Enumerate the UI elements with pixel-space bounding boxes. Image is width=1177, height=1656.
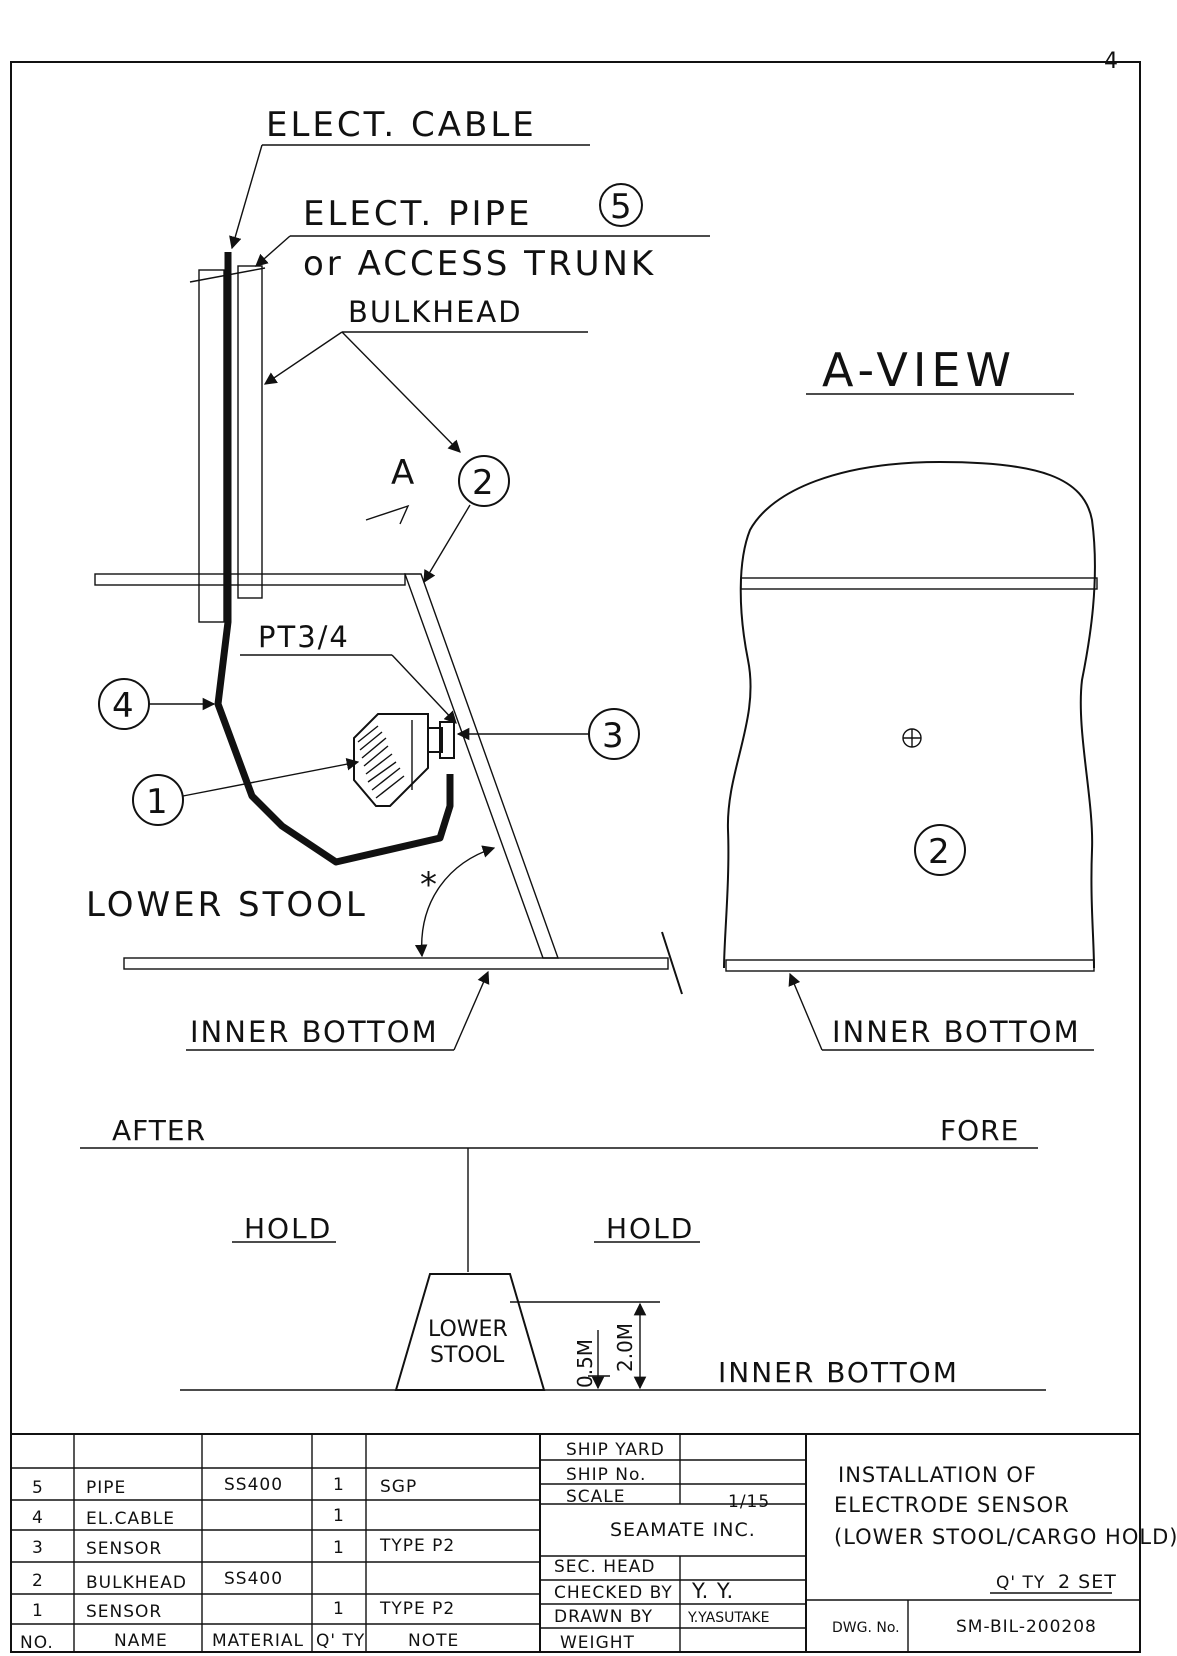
dwg-no-value: SM-BIL-200208 xyxy=(956,1617,1097,1637)
inner-bottom-label: INNER BOTTOM xyxy=(190,1015,439,1049)
row3-note: TYPE P2 xyxy=(379,1536,455,1556)
weight-label: WEIGHT xyxy=(560,1633,635,1653)
header-qty: Q' TY xyxy=(316,1631,365,1651)
row2-material: SS400 xyxy=(224,1569,283,1589)
callout-1-label: 1 xyxy=(146,782,168,822)
row2-name: BULKHEAD xyxy=(86,1573,187,1593)
sensor-body xyxy=(353,713,455,807)
a-view-bottom-band xyxy=(725,959,1095,972)
elect-pipe-label: ELECT. PIPE xyxy=(303,194,533,234)
callout-2-label: 2 xyxy=(472,463,494,503)
hold-section: AFTER FORE HOLD HOLD LOWER STOOL INNER B… xyxy=(80,1114,1046,1391)
view-marker-a: A xyxy=(391,453,417,493)
callout-5-label: 5 xyxy=(610,187,632,227)
row2-no: 2 xyxy=(32,1571,44,1591)
row5-material: SS400 xyxy=(224,1475,283,1495)
hold-right-label: HOLD xyxy=(606,1212,694,1245)
title-line-2: ELECTRODE SENSOR xyxy=(834,1493,1070,1517)
angle-mark: * xyxy=(420,865,437,905)
row5-qty: 1 xyxy=(333,1475,345,1495)
inner-bottom-view-label: INNER BOTTOM xyxy=(832,1015,1081,1049)
sec-head-label: SEC. HEAD xyxy=(554,1557,655,1577)
qty-value: 2 SET xyxy=(1058,1571,1117,1593)
stool-label-line2: STOOL xyxy=(430,1343,505,1368)
row5-name: PIPE xyxy=(86,1478,126,1498)
header-note: NOTE xyxy=(408,1631,459,1651)
ship-yard-label: SHIP YARD xyxy=(566,1440,665,1460)
a-view-outline xyxy=(723,460,1096,969)
a-view-title: A-VIEW xyxy=(822,343,1016,397)
fore-label: FORE xyxy=(940,1114,1019,1147)
access-trunk-label: or ACCESS TRUNK xyxy=(303,244,656,284)
elect-cable-label: ELECT. CABLE xyxy=(266,105,537,145)
after-label: AFTER xyxy=(112,1114,206,1147)
company-name: SEAMATE INC. xyxy=(610,1519,756,1541)
header-material: MATERIAL xyxy=(212,1631,304,1651)
checked-by-value: Y. Y. xyxy=(691,1579,734,1603)
row4-no: 4 xyxy=(32,1508,44,1528)
bulkhead-label: BULKHEAD xyxy=(348,295,523,329)
row3-qty: 1 xyxy=(333,1538,345,1558)
row1-note: TYPE P2 xyxy=(379,1599,455,1619)
a-view-callout-2-circle xyxy=(914,824,966,876)
hold-left-label: HOLD xyxy=(244,1212,332,1245)
elect-pipe-wall-left xyxy=(198,269,225,623)
row3-name: SENSOR xyxy=(86,1539,162,1559)
page-number: 4 xyxy=(1104,49,1118,74)
dwg-no-label: DWG. No. xyxy=(832,1620,900,1636)
stool-top-plate xyxy=(94,573,406,586)
row4-name: EL.CABLE xyxy=(86,1509,175,1529)
row5-note: SGP xyxy=(380,1477,417,1497)
a-view-section: A-VIEW 2 INNER BOTTOM xyxy=(723,343,1098,1051)
thread-label: PT3/4 xyxy=(258,620,350,654)
title-line-3: (LOWER STOOL/CARGO HOLD) xyxy=(834,1525,1177,1549)
title-line-1: INSTALLATION OF xyxy=(838,1463,1037,1487)
callout-5-circle xyxy=(599,183,643,227)
callout-3-label: 3 xyxy=(602,716,624,756)
a-view-callout-2-label: 2 xyxy=(928,832,950,872)
row3-no: 3 xyxy=(32,1538,44,1558)
header-name: NAME xyxy=(114,1631,168,1651)
a-view-upper-band xyxy=(740,577,1098,590)
row1-qty: 1 xyxy=(333,1599,345,1619)
header-no: NO. xyxy=(20,1633,54,1653)
lower-stool-label: LOWER STOOL xyxy=(86,885,368,925)
row4-qty: 1 xyxy=(333,1506,345,1526)
callout-2-circle xyxy=(458,455,510,507)
title-block: 5 PIPE SS400 1 SGP 4 EL.CABLE 1 3 SENSOR… xyxy=(10,1433,1177,1653)
drawing-border xyxy=(10,61,1141,1653)
qty-label: Q' TY xyxy=(996,1573,1045,1593)
inner-bottom-section-label: INNER BOTTOM xyxy=(718,1356,959,1389)
callout-4-label: 4 xyxy=(112,686,134,726)
elect-cable-line xyxy=(214,252,454,866)
drawn-by-label: DRAWN BY xyxy=(554,1607,653,1627)
dim-large-label: 2.0M xyxy=(613,1323,637,1372)
callout-1-circle xyxy=(132,774,184,826)
checked-by-label: CHECKED BY xyxy=(554,1583,673,1603)
row1-no: 1 xyxy=(32,1601,44,1621)
ship-no-label: SHIP No. xyxy=(566,1465,646,1485)
drawn-by-value: Y.YASUTAKE xyxy=(687,1610,769,1626)
detail-section: ELECT. CABLE ELECT. PIPE 5 or ACCESS TRU… xyxy=(86,105,710,1051)
inner-bottom-plate xyxy=(123,957,669,970)
row5-no: 5 xyxy=(32,1478,44,1498)
stool-label-line1: LOWER xyxy=(428,1317,508,1342)
dim-small-label: 0.5M xyxy=(573,1339,597,1388)
scale-label: SCALE xyxy=(566,1487,626,1507)
row1-name: SENSOR xyxy=(86,1602,162,1622)
scale-value: 1/15 xyxy=(728,1492,770,1512)
elect-pipe-wall-right xyxy=(237,265,263,599)
